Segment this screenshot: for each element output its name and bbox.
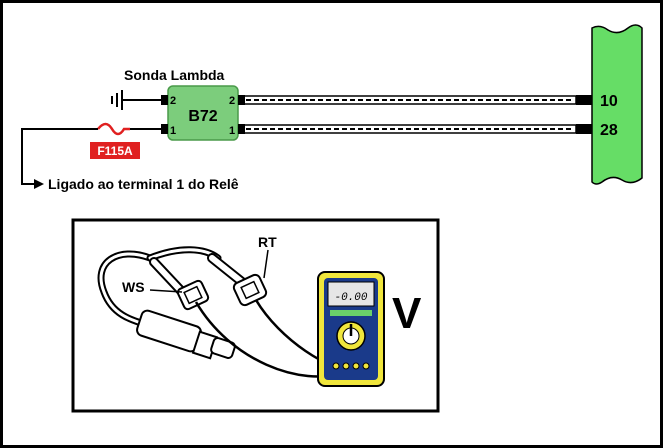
multimeter: -0.00 — [317, 271, 385, 387]
rt-leader-line — [263, 249, 269, 279]
ecu-connector: 10 28 — [576, 24, 643, 185]
component-title: Sonda Lambda — [124, 67, 225, 83]
ws-leader-line — [149, 289, 183, 293]
right-pin-1-terminal — [238, 124, 245, 134]
inset-panel: RT WS -0.00 V — [71, 218, 440, 413]
ecu-pin-10-terminal — [576, 95, 592, 105]
multimeter-jack-3 — [352, 362, 360, 370]
ecu-body — [591, 24, 643, 185]
ecu-pin-label-10: 10 — [600, 93, 618, 110]
right-pin-2-terminal — [238, 95, 245, 105]
relay-note: Ligado ao terminal 1 do Relê — [48, 176, 239, 192]
right-pin-label-2: 2 — [229, 95, 235, 107]
multimeter-jack-2 — [342, 362, 350, 370]
left-pin-1-terminal — [161, 124, 168, 134]
sensor-label-ws: WS — [122, 279, 145, 295]
ecu-pin-label-28: 28 — [600, 122, 618, 139]
lambda-sensor-body — [136, 309, 236, 360]
ground-symbol — [111, 90, 162, 110]
fuse-label-text: F115A — [97, 144, 133, 158]
component-code: B72 — [188, 108, 217, 125]
arrow-right-icon — [34, 179, 44, 189]
multimeter-reading: -0.00 — [334, 292, 367, 304]
fuse-icon — [97, 122, 130, 136]
sensor-label-rt: RT — [258, 234, 277, 250]
ecu-pin-28-terminal — [576, 124, 592, 134]
left-pin-label-2: 2 — [170, 95, 176, 107]
left-pin-2-terminal — [161, 95, 168, 105]
fuse-label-bg — [90, 142, 140, 159]
multimeter-jack-1 — [332, 362, 340, 370]
multimeter-jack-4 — [362, 362, 370, 370]
right-pin-label-1: 1 — [229, 125, 235, 137]
ws-connector — [149, 257, 210, 311]
measurement-mode: V — [392, 289, 422, 338]
supply-wire — [21, 122, 162, 189]
multimeter-button-row — [330, 310, 372, 316]
supply-wire-left — [21, 128, 98, 185]
left-pin-label-1: 1 — [170, 125, 176, 137]
component-body — [167, 85, 239, 141]
multimeter-display — [327, 281, 375, 307]
component-b72: B72 2 1 2 1 — [161, 85, 245, 141]
fuse-label: F115A — [90, 142, 140, 159]
